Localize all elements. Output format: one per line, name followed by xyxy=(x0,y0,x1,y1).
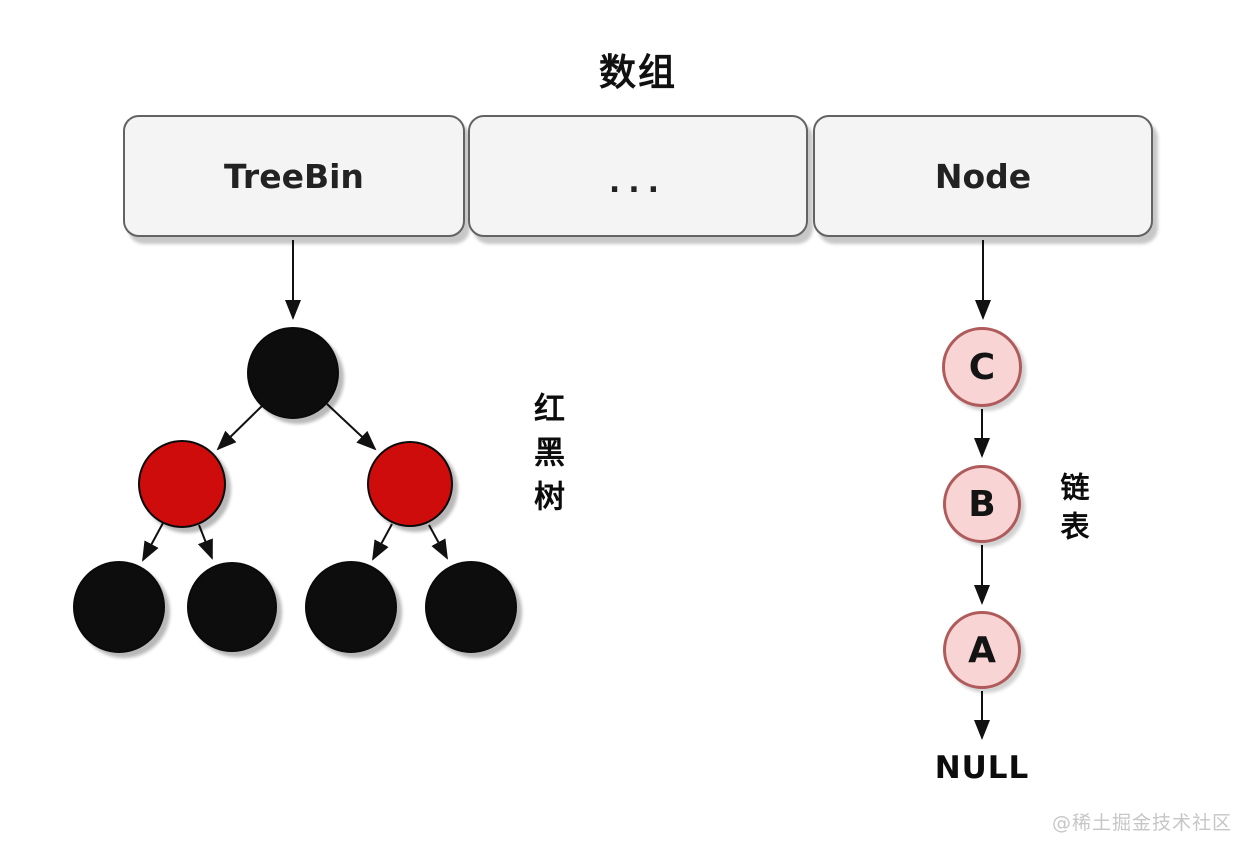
array-cell-node-label: Node xyxy=(934,156,1032,196)
null-terminator-label: NULL xyxy=(934,750,1030,786)
arrow-rightred-to-leaf4 xyxy=(428,524,448,560)
red-black-tree-label: 红黑树 xyxy=(528,392,564,524)
tree-node-leaf-1 xyxy=(73,561,165,653)
list-node-a: A xyxy=(943,611,1021,689)
arrow-root-to-left-red xyxy=(216,403,265,451)
tree-node-red-left xyxy=(138,440,226,528)
list-node-b-label: B xyxy=(968,483,996,525)
arrow-root-to-right-red xyxy=(326,403,377,451)
list-node-c-label: C xyxy=(968,346,996,388)
list-node-b: B xyxy=(943,465,1021,543)
arrow-rightred-to-leaf3 xyxy=(372,523,393,561)
array-cell-treebin: TreeBin xyxy=(123,115,465,237)
list-node-a-label: A xyxy=(968,629,996,671)
array-cell-ellipsis-label: ... xyxy=(608,164,668,200)
watermark-text: @稀土掘金技术社区 xyxy=(1051,812,1232,834)
tree-node-leaf-2 xyxy=(187,562,277,652)
linked-list-label: 链表 xyxy=(1056,472,1090,550)
diagram-title: 数组 xyxy=(599,51,677,94)
list-node-c: C xyxy=(942,327,1022,407)
tree-node-leaf-3 xyxy=(305,561,397,653)
tree-node-leaf-4 xyxy=(425,561,517,653)
array-cell-treebin-label: TreeBin xyxy=(224,156,364,196)
tree-node-red-right xyxy=(367,441,453,527)
arrow-leftred-to-leaf1 xyxy=(142,522,164,562)
array-cell-ellipsis: ... xyxy=(468,115,808,237)
tree-node-root xyxy=(247,327,339,419)
arrow-leftred-to-leaf2 xyxy=(197,524,213,560)
array-cell-node: Node xyxy=(813,115,1153,237)
